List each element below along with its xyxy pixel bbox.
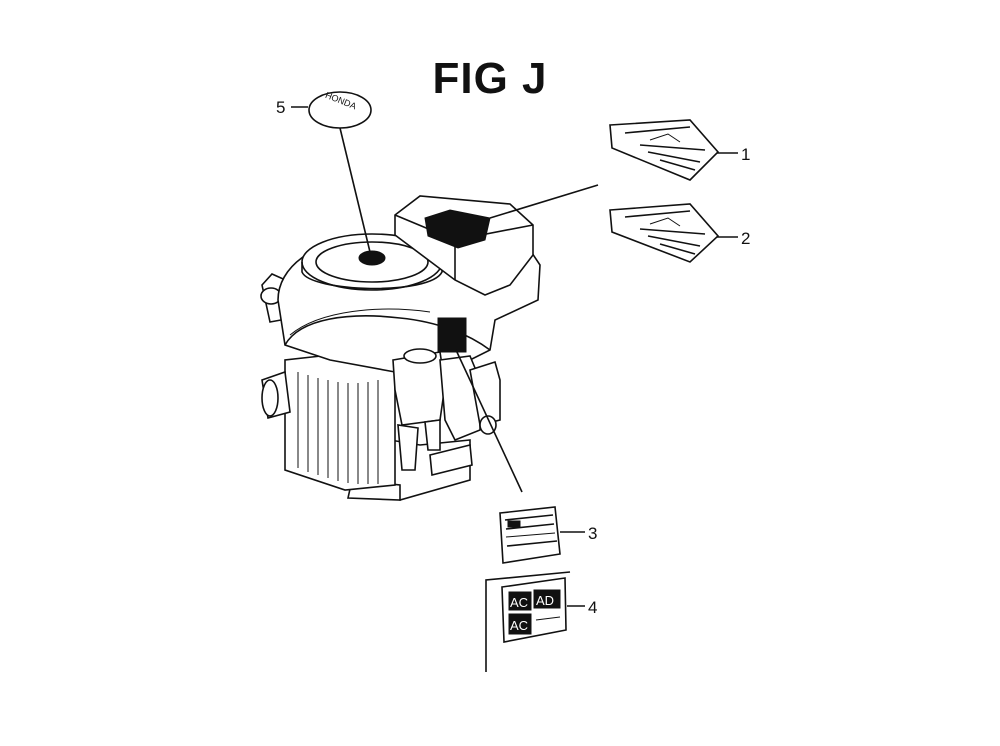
callout-numbers: 1 2 3 4 5	[276, 98, 750, 617]
leader-lines	[291, 106, 738, 672]
callout-2: 2	[741, 229, 750, 248]
part-2-decal	[609, 203, 720, 263]
part-1-decal	[609, 119, 720, 181]
emblem-spot	[358, 250, 386, 266]
callout-3: 3	[588, 524, 597, 543]
engine-illustration	[260, 195, 541, 501]
decal4-text-3: AC	[510, 618, 528, 633]
cooling-fins	[297, 372, 379, 484]
decal4-text-1: AC	[510, 595, 528, 610]
decal4-text-2: AD	[536, 593, 554, 608]
figure-title: FIG J	[432, 54, 548, 103]
callout-4: 4	[588, 598, 597, 617]
part-4-label: AC AD AC	[501, 577, 567, 643]
callout-1: 1	[741, 145, 750, 164]
side-label-spot	[437, 317, 467, 353]
part-3-label	[499, 506, 561, 564]
air-cleaner-label-spot	[424, 209, 491, 249]
part-5-emblem: HONDA	[308, 90, 372, 129]
callout-5: 5	[276, 98, 285, 117]
